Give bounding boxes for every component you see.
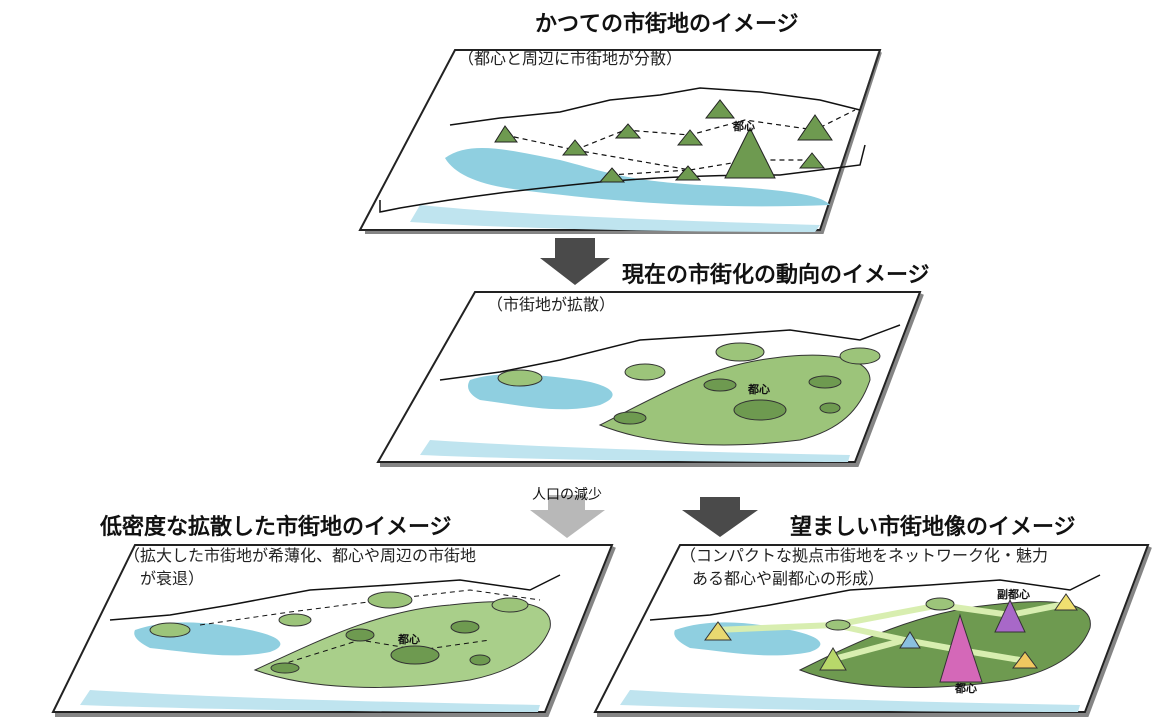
past-cones	[494, 99, 833, 183]
desired-center-label: 都心	[954, 681, 977, 695]
current-title: 現在の市街化の動向のイメージ	[622, 263, 930, 288]
low-density-subtitle-2: が衰退）	[140, 569, 205, 588]
desired-subtitle-2: ある都心や副都心の形成）	[692, 569, 885, 588]
low-density-subtitle-1: （拡大した市街地が希薄化、都心や周辺の市街地	[124, 546, 477, 565]
low-density-center-label: 都心	[397, 632, 420, 646]
low-density-title: 低密度な拡散した市街地のイメージ	[100, 515, 452, 540]
past-title: かつての市街地のイメージ	[535, 12, 799, 37]
past-center-label: 都心	[732, 119, 755, 133]
desired-subtitle-1: （コンパクトな拠点市街地をネットワーク化・魅力	[680, 546, 1049, 565]
current-subtitle: （市街地が拡散）	[487, 295, 616, 314]
past-subtitle: （都心と周辺に市街地が分散）	[458, 49, 683, 68]
desired-title: 望ましい市街地像のイメージ	[790, 515, 1076, 540]
decline-label: 人口の減少	[532, 487, 602, 503]
desired-subcenter-label: 副都心	[997, 587, 1030, 601]
current-center-label: 都心	[747, 382, 770, 396]
